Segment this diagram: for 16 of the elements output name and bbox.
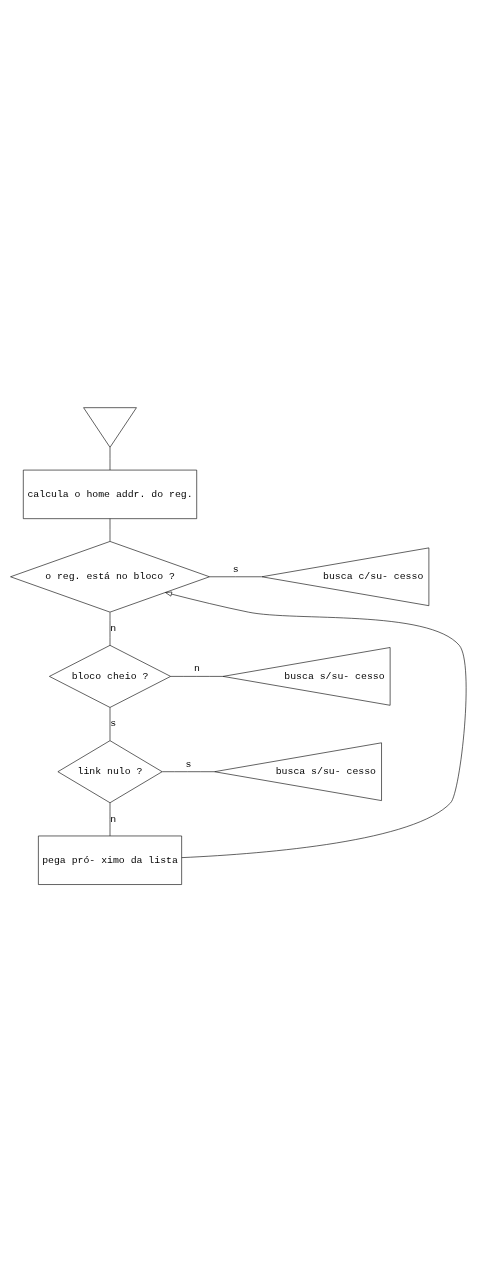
node-diamond: bloco cheio ? bbox=[49, 644, 171, 708]
connector bbox=[209, 575, 262, 577]
connector bbox=[170, 675, 224, 677]
node-triangle bbox=[83, 406, 137, 448]
edge-label: s bbox=[185, 758, 192, 770]
node-diamond: link nulo ? bbox=[57, 739, 163, 803]
arrow bbox=[165, 591, 467, 858]
edge-label: n bbox=[110, 622, 117, 634]
edge-label: n bbox=[110, 813, 117, 825]
node-box: pega pró- ximo da lista bbox=[38, 835, 182, 885]
node-diamond: o reg. está no bloco ? bbox=[10, 540, 210, 612]
node-box: calcula o home addr. do reg. bbox=[23, 469, 197, 519]
connector bbox=[161, 770, 215, 772]
edge-label: n bbox=[193, 662, 200, 674]
edge-label: s bbox=[232, 563, 239, 575]
edge-label: s bbox=[110, 717, 117, 729]
